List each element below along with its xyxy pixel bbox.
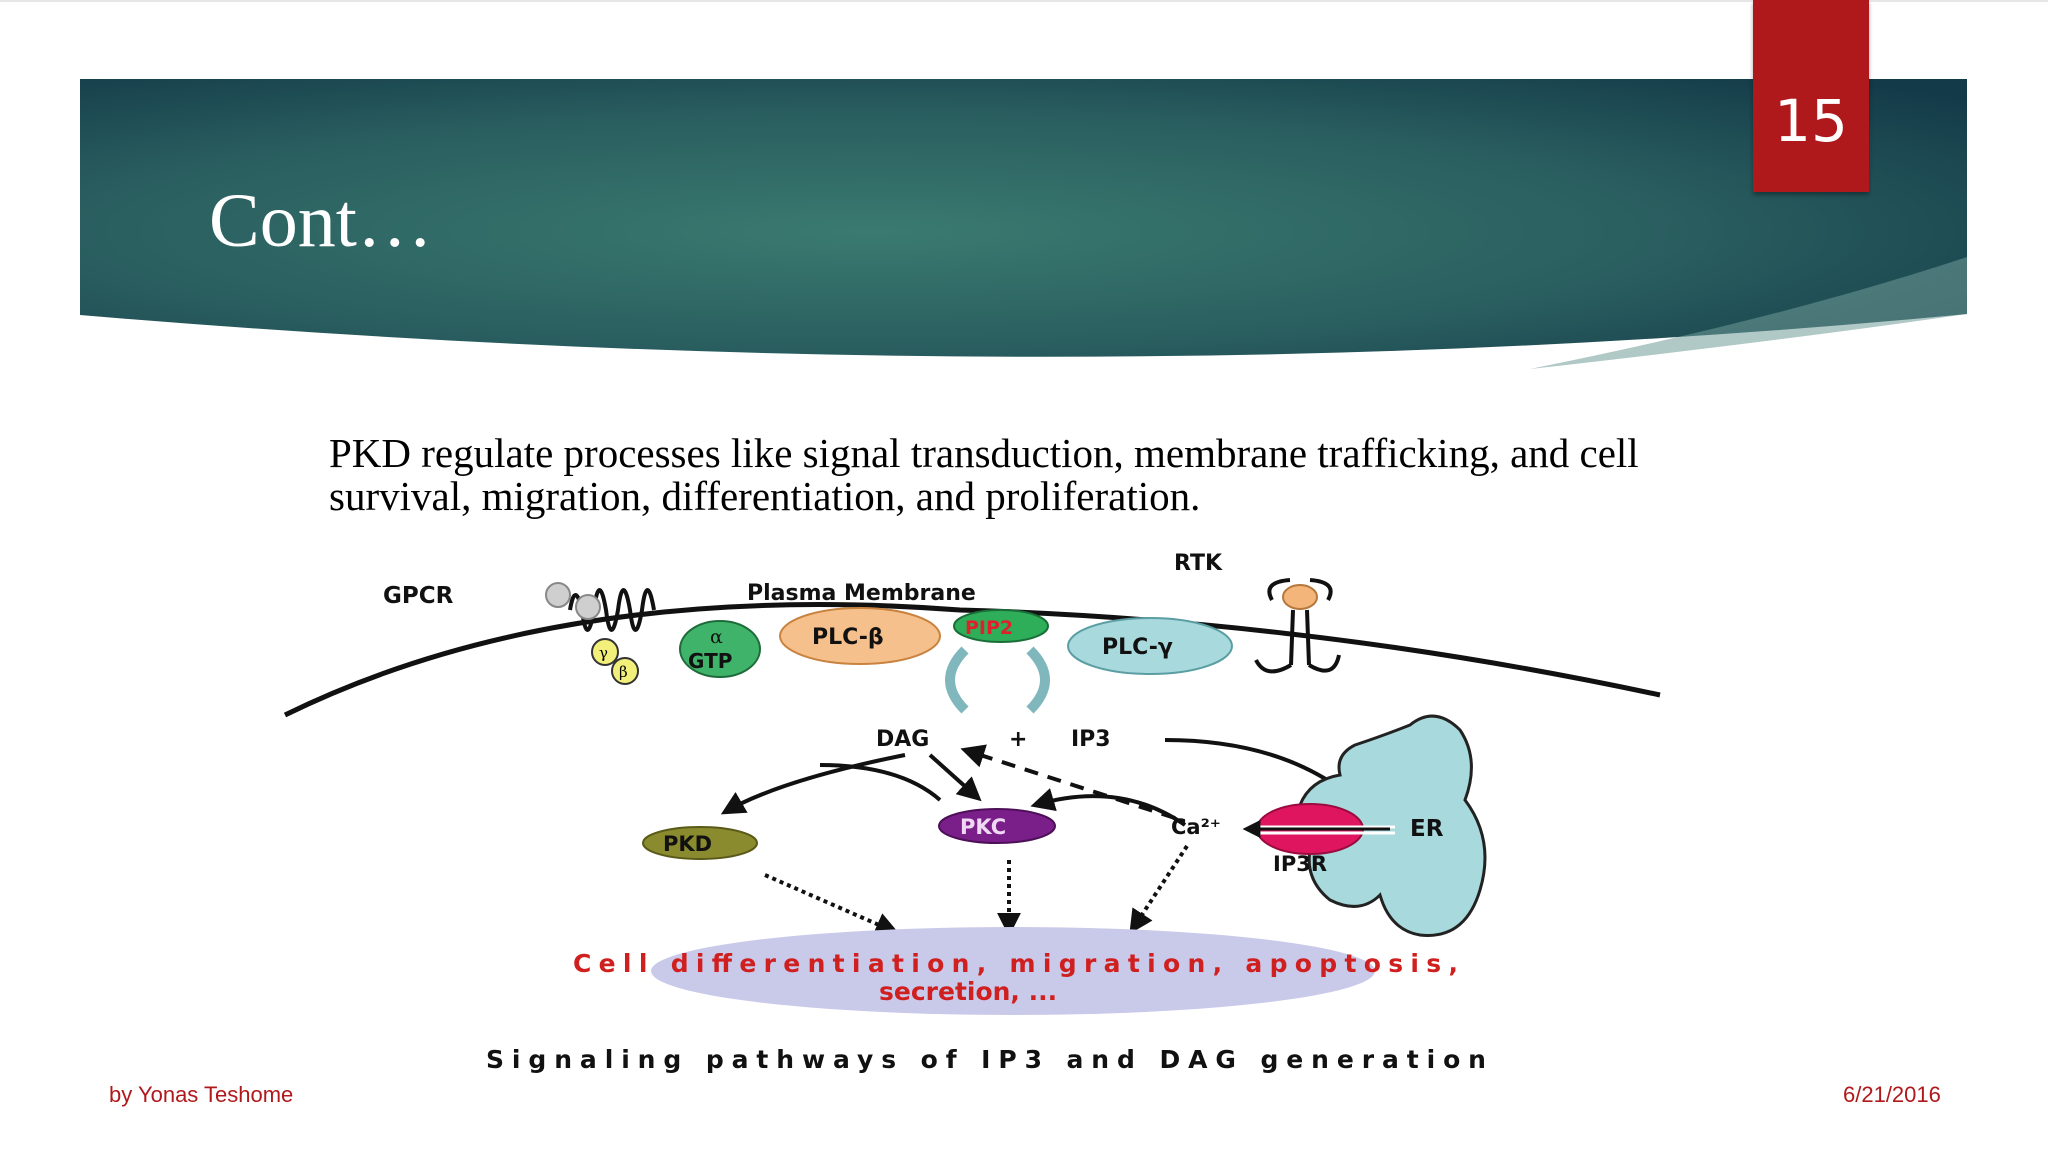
ca-label: Ca²⁺	[1171, 815, 1221, 839]
top-border	[0, 0, 2048, 2]
rtk-receptor-icon	[1254, 578, 1341, 674]
ip3r-channel-gap	[1257, 825, 1395, 835]
body-text: PKD regulate processes like signal trans…	[329, 430, 1639, 519]
plc-beta-label: PLC-β	[812, 625, 884, 650]
gpcr-receptor-icon	[545, 582, 656, 632]
ip3r-label: IP3R	[1273, 852, 1327, 876]
cleavage-arrow-right	[1026, 646, 1050, 714]
plc-gamma-enzyme	[1067, 617, 1233, 675]
gpcr-label: GPCR	[383, 583, 454, 609]
arrow-ca-to-dag	[960, 744, 1176, 820]
plasma-membrane-label: Plasma Membrane	[747, 581, 976, 606]
plc-beta-enzyme	[779, 607, 941, 665]
ip3-label: IP3	[1071, 727, 1111, 752]
pkc-label: PKC	[960, 815, 1006, 839]
footer-author: by Yonas Teshome	[109, 1082, 294, 1107]
alpha-label: α	[710, 626, 723, 648]
arrow-ca-to-pkc	[1030, 788, 1187, 827]
outcome-line1: Cell differentiation, migration, apoptos…	[573, 949, 1458, 978]
pkc-node	[938, 808, 1056, 844]
page-number-badge: 15	[1753, 0, 1869, 192]
pip2-label: PIP2	[965, 617, 1013, 639]
dotted-arrow-pkd	[764, 873, 900, 936]
signaling-pathway-figure: GPCR γ β α GTP PLC-β Plasma Membrane PIP…	[260, 540, 1680, 1080]
slide-title: Cont…	[209, 179, 433, 263]
membrane-curve	[283, 602, 1661, 718]
dotted-arrow-ca	[1129, 844, 1189, 935]
outcome-ellipse	[651, 927, 1375, 1015]
figure-caption: Signaling pathways of IP3 and DAG genera…	[486, 1045, 1486, 1074]
plus-label: +	[1009, 727, 1027, 752]
gamma-label: γ	[599, 644, 608, 662]
arrow-dag-to-pkd	[720, 753, 906, 815]
alpha-gtp-subunit	[679, 620, 761, 678]
arrow-pkc-to-pkd	[819, 763, 942, 802]
cleavage-arrow-left	[945, 646, 969, 714]
beta-label: β	[619, 663, 628, 681]
pkd-node	[642, 826, 758, 860]
dag-label: DAG	[876, 727, 929, 752]
pkd-label: PKD	[663, 832, 712, 856]
plc-gamma-label: PLC-γ	[1102, 635, 1173, 660]
pip2-molecule	[953, 609, 1049, 643]
beta-subunit	[611, 657, 639, 685]
rtk-label: RTK	[1174, 551, 1223, 576]
title-banner	[80, 79, 1967, 389]
arrow-dag-to-pkc	[928, 753, 982, 802]
gamma-subunit	[591, 638, 619, 666]
outcome-line2: secretion, ...	[879, 977, 1057, 1006]
er-label: ER	[1410, 816, 1444, 842]
gtp-label: GTP	[688, 649, 732, 673]
footer-date: 6/21/2016	[1843, 1082, 1941, 1107]
